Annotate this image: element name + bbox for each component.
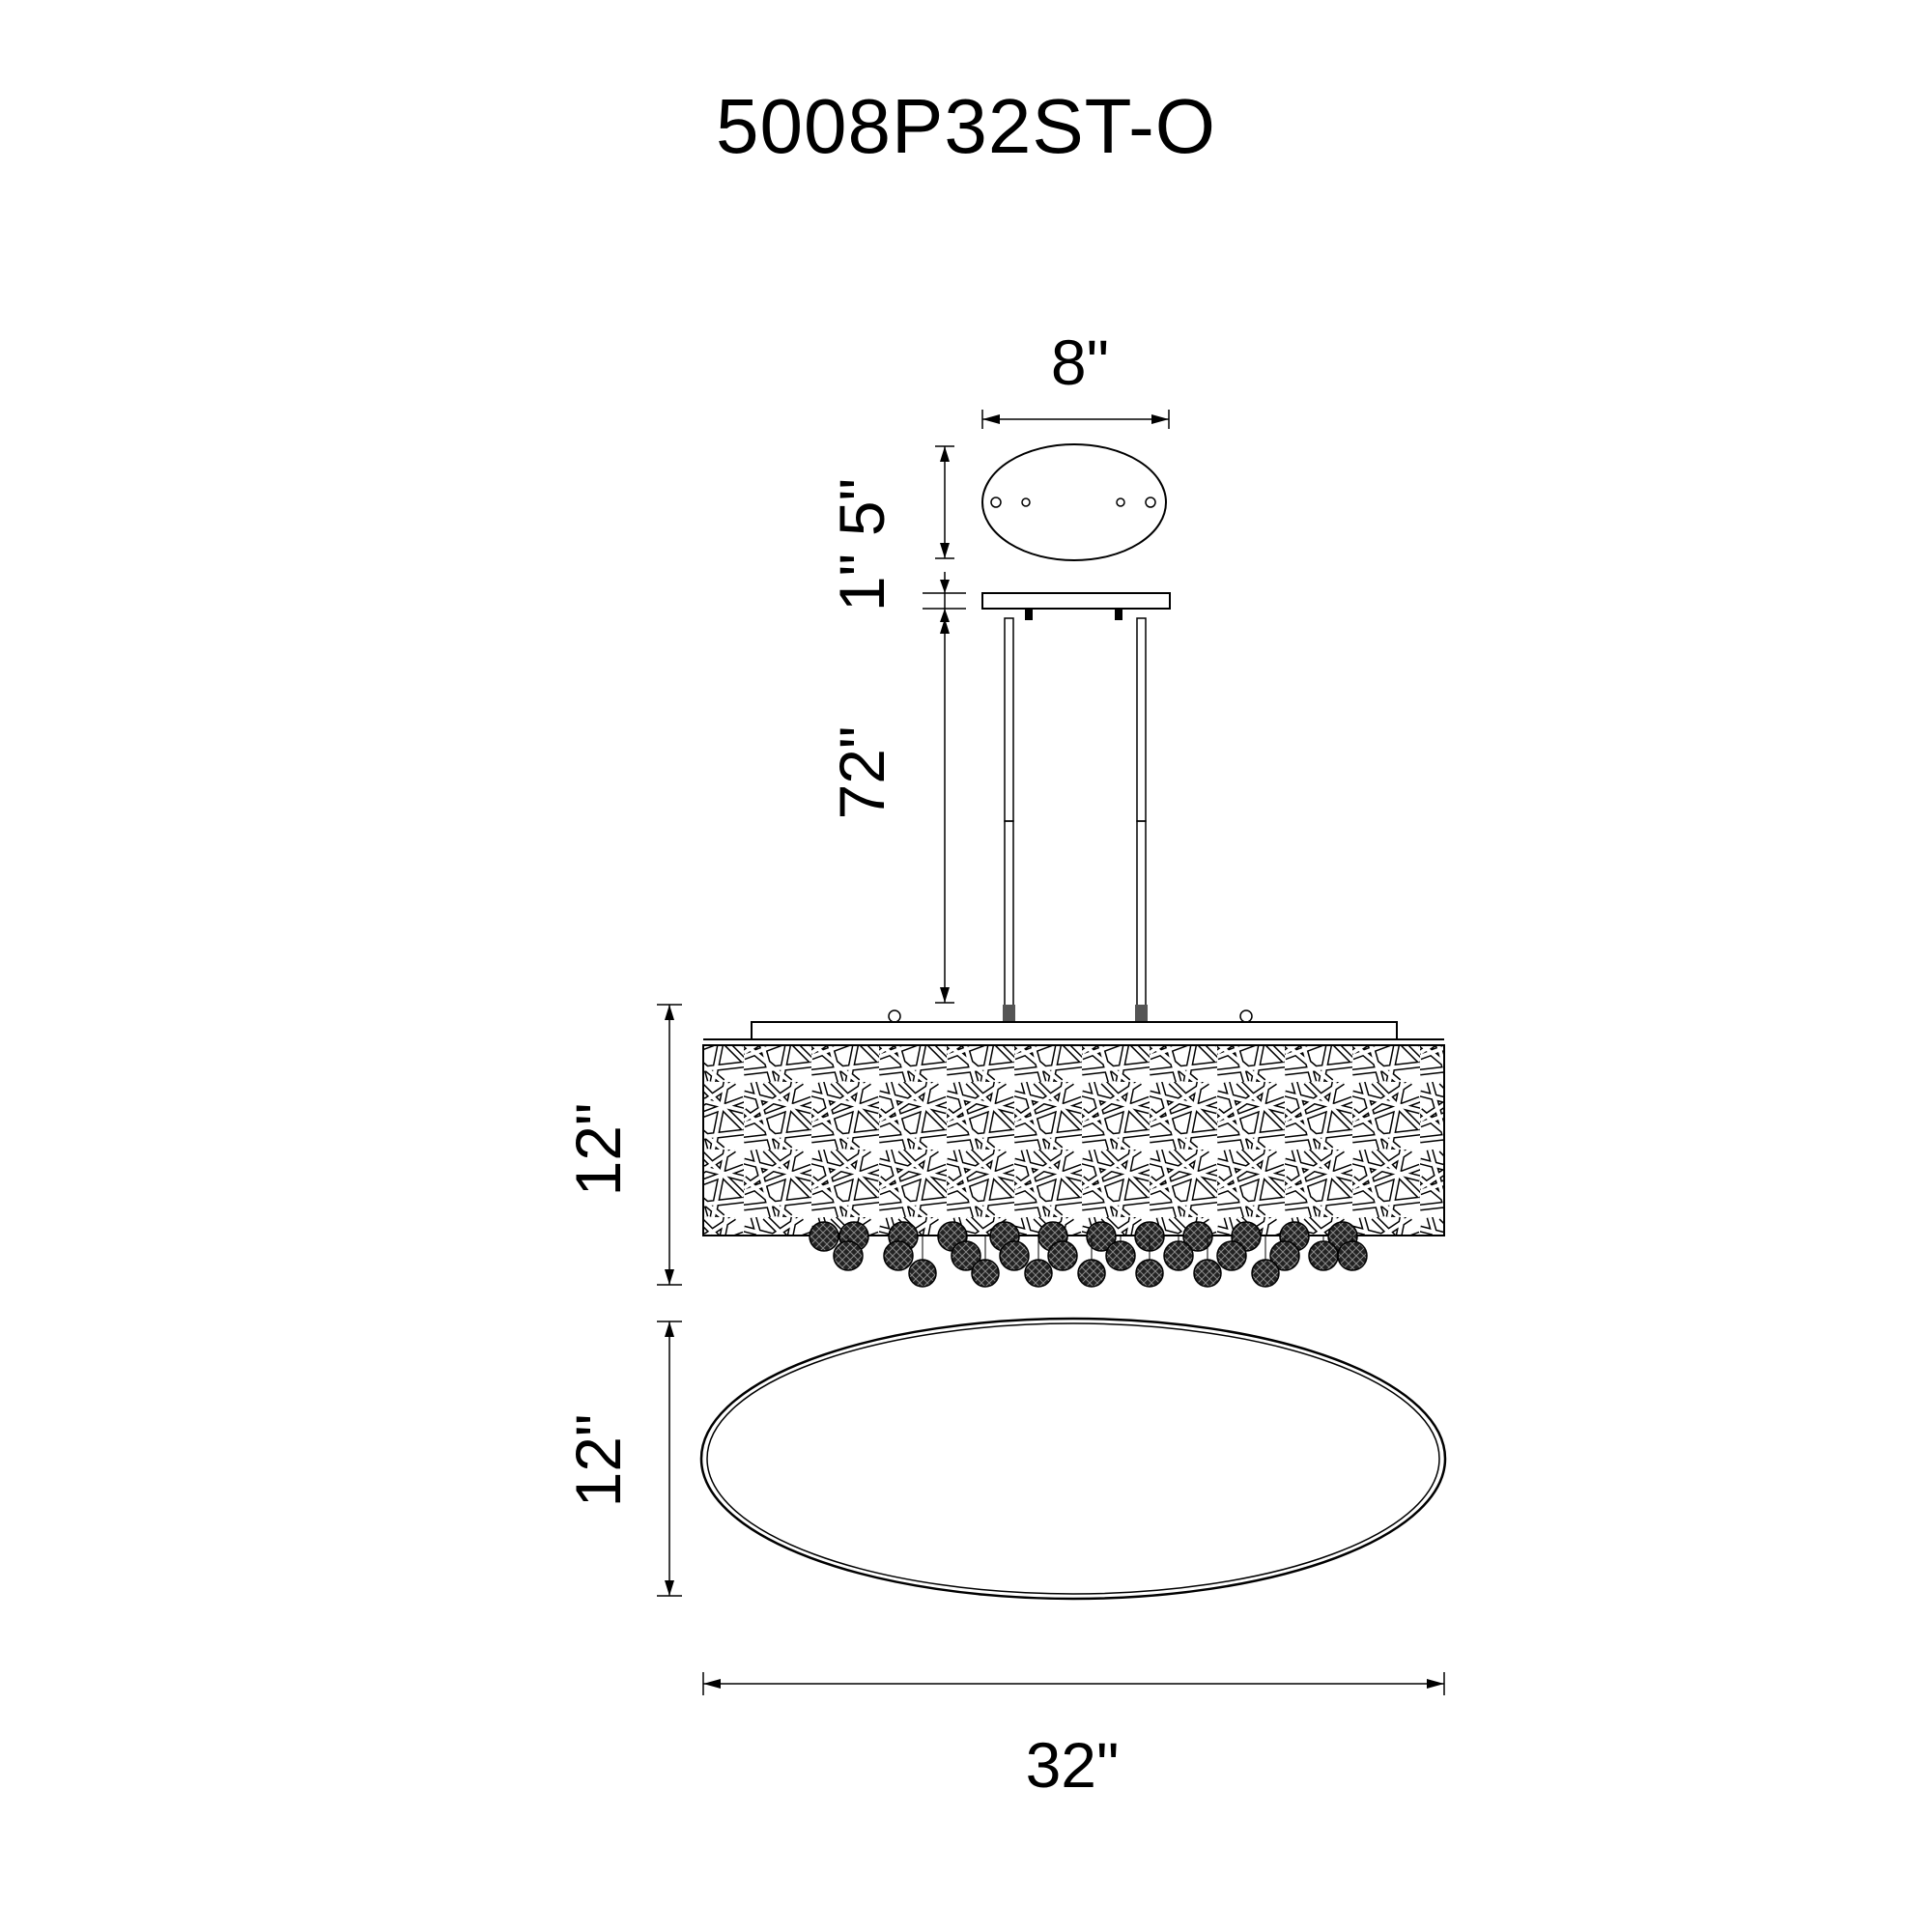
crystal-ball <box>1308 1240 1339 1271</box>
canopy-top-view <box>981 443 1167 561</box>
crystal-ball <box>1135 1259 1164 1288</box>
fixture-width-label: 32" <box>1026 1729 1120 1801</box>
crystal-ball <box>1193 1259 1222 1288</box>
canopy-width-label: 8" <box>1051 327 1109 398</box>
crystal-ball <box>951 1240 981 1271</box>
crystal-ball <box>1086 1221 1117 1252</box>
fixture-height-dimension: 12" <box>562 1004 682 1286</box>
crystal-ball <box>1251 1259 1280 1288</box>
crystal-strands <box>809 1221 1368 1288</box>
crystal-ball <box>1269 1240 1300 1271</box>
fixture-front-view <box>702 1009 1445 1236</box>
crystal-ball <box>1047 1240 1078 1271</box>
fixture-height-label: 12" <box>562 1103 634 1197</box>
model-number: 5008P32ST-O <box>716 83 1216 169</box>
crystal-ball <box>1077 1259 1106 1288</box>
crystal-ball <box>908 1259 937 1288</box>
crystal-ball <box>1024 1259 1053 1288</box>
crystal-ball <box>1105 1240 1136 1271</box>
crystal-ball <box>1163 1240 1194 1271</box>
cable-length-label: 72" <box>826 726 897 820</box>
canopy-depth-label: 5" <box>826 478 897 536</box>
canopy-height-label: 1" <box>826 554 897 611</box>
crystal-ball <box>1182 1221 1213 1252</box>
fixture-width-dimension: 32" <box>702 1672 1445 1801</box>
crystal-ball <box>971 1259 1000 1288</box>
canopy-side-view <box>981 592 1171 620</box>
crystal-ball <box>883 1240 914 1271</box>
canopy-vertical-dimensions: 5" 1" 72" <box>826 445 966 1004</box>
crystal-ball <box>999 1240 1030 1271</box>
fixture-bottom-view <box>699 1317 1447 1601</box>
crystal-ball <box>833 1240 864 1271</box>
canopy-width-dimension: 8" <box>981 327 1170 429</box>
crystal-ball <box>1337 1240 1368 1271</box>
crystal-ball <box>809 1221 839 1252</box>
fixture-depth-dimension: 12" <box>562 1321 682 1597</box>
fixture-depth-label: 12" <box>562 1414 634 1508</box>
crystal-ball <box>1216 1240 1247 1271</box>
suspension-cables <box>1003 617 1148 1022</box>
